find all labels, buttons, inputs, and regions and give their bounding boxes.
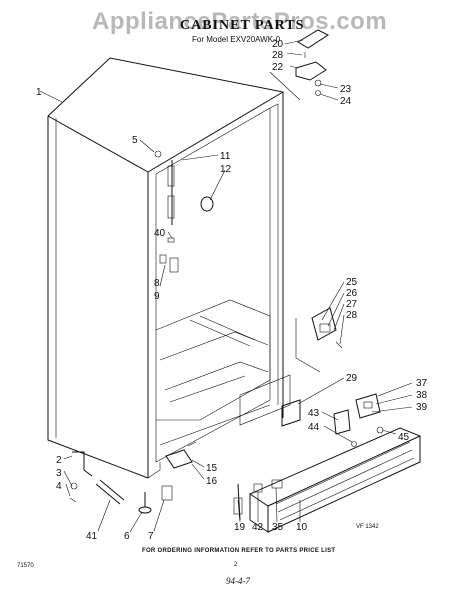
callout-42: 42 (252, 522, 264, 533)
callout-28b: 28 (346, 310, 358, 321)
callout-20: 20 (272, 39, 284, 50)
callout-11: 11 (220, 151, 231, 162)
cabinet-shell (47, 57, 291, 479)
grille-panel (248, 427, 422, 533)
callout-41: 41 (86, 531, 98, 542)
page-number: 2 (234, 562, 238, 568)
callout-labels: 1 2 3 4 5 6 7 8 9 10 11 12 15 16 19 20 2… (36, 39, 428, 542)
callout-45: 45 (398, 432, 410, 443)
callout-44: 44 (308, 422, 320, 433)
callout-1: 1 (36, 87, 42, 98)
callout-9: 9 (154, 291, 160, 302)
callout-35: 35 (272, 522, 284, 533)
callout-26: 26 (346, 288, 358, 299)
callout-40: 40 (154, 228, 166, 239)
callout-29: 29 (346, 373, 358, 384)
callout-28: 28 (272, 50, 284, 61)
ordering-info-footer: FOR ORDERING INFORMATION REFER TO PARTS … (142, 548, 336, 554)
callout-39: 39 (416, 402, 428, 413)
callout-38: 38 (416, 390, 428, 401)
callout-37: 37 (416, 378, 428, 389)
watermark: AppliancePartsPros.com (92, 8, 388, 35)
callout-43: 43 (308, 408, 320, 419)
callout-27: 27 (346, 299, 358, 310)
small-parts (69, 29, 384, 521)
callout-12: 12 (220, 164, 232, 175)
callout-8: 8 (154, 278, 160, 289)
diagram-code: VF 1342 (356, 524, 379, 530)
callout-25: 25 (346, 277, 358, 288)
callout-7: 7 (148, 531, 154, 542)
revision-date: 94-4-7 (226, 576, 250, 586)
callout-2: 2 (56, 455, 62, 466)
page-title: CABINET PARTS (180, 18, 305, 33)
callout-10: 10 (296, 522, 308, 533)
callout-3: 3 (56, 468, 62, 479)
callout-4: 4 (56, 481, 62, 492)
callout-19: 19 (234, 522, 246, 533)
sheet-code: 71570 (17, 563, 34, 569)
callout-24: 24 (340, 96, 352, 107)
leader-lines (39, 39, 413, 533)
callout-22: 22 (272, 62, 284, 73)
callout-16: 16 (206, 476, 218, 487)
callout-5: 5 (132, 135, 138, 146)
callout-6: 6 (124, 531, 130, 542)
callout-15: 15 (206, 463, 218, 474)
callout-23: 23 (340, 84, 352, 95)
model-subtitle: For Model EXV20AWK-0 (192, 35, 281, 44)
